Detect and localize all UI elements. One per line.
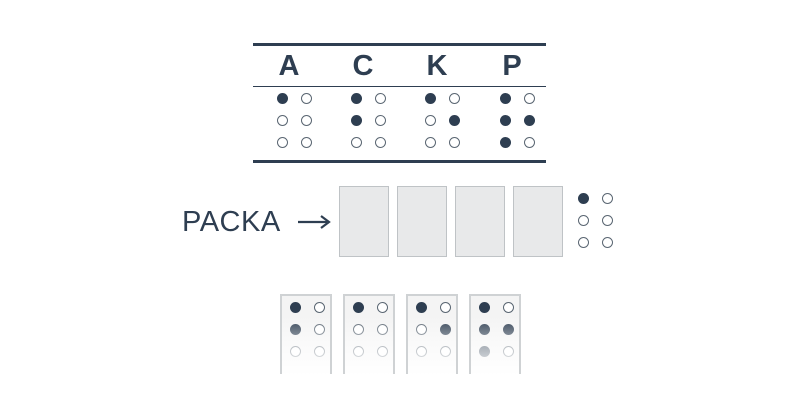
flat-braille-dot-6 [503, 346, 514, 357]
legend-bottom-rule [253, 160, 546, 163]
legend-letter: K [426, 50, 448, 82]
legend-middle-rule [253, 86, 546, 87]
answer-slot-2[interactable] [397, 186, 447, 257]
raised-braille-dot-2 [351, 115, 362, 126]
flat-braille-dot-6 [301, 137, 312, 148]
flat-braille-dot-4 [377, 302, 388, 313]
legend-letter: P [502, 50, 522, 82]
option-tile-4[interactable] [469, 294, 521, 376]
raised-braille-dot-1 [351, 93, 362, 104]
tile-braille-cell [415, 302, 451, 366]
arrow-right-icon [298, 215, 331, 229]
flat-braille-dot-3 [351, 137, 362, 148]
raised-braille-dot-2 [500, 115, 511, 126]
legend-braille-cell [425, 93, 460, 151]
flat-braille-dot-5 [375, 115, 386, 126]
raised-braille-dot-1 [416, 302, 427, 313]
raised-braille-dot-2 [479, 324, 490, 335]
answer-slot-3[interactable] [455, 186, 505, 257]
flat-braille-dot-3 [425, 137, 436, 148]
legend-top-rule [253, 43, 546, 46]
raised-braille-dot-1 [578, 193, 589, 204]
raised-braille-dot-2 [290, 324, 301, 335]
tile-braille-cell [352, 302, 388, 366]
flat-braille-dot-4 [503, 302, 514, 313]
legend-braille-cell [351, 93, 386, 151]
flat-braille-dot-4 [524, 93, 535, 104]
raised-braille-dot-1 [290, 302, 301, 313]
raised-braille-dot-1 [277, 93, 288, 104]
legend-column-a: A [269, 43, 312, 163]
raised-braille-dot-5 [503, 324, 514, 335]
flat-braille-dot-4 [301, 93, 312, 104]
answer-slot-1[interactable] [339, 186, 389, 257]
flat-braille-dot-6 [375, 137, 386, 148]
raised-braille-dot-5 [524, 115, 535, 126]
target-word: PACKA [182, 206, 281, 238]
flat-braille-dot-2 [578, 215, 589, 226]
flat-braille-dot-6 [524, 137, 535, 148]
option-tray [280, 294, 530, 376]
flat-braille-dot-5 [301, 115, 312, 126]
flat-braille-dot-2 [416, 324, 427, 335]
flat-braille-dot-6 [314, 346, 325, 357]
flat-braille-dot-6 [440, 346, 451, 357]
legend-column-p: P [492, 43, 535, 163]
raised-braille-dot-5 [449, 115, 460, 126]
braille-legend: A C K P [253, 43, 546, 163]
tile-braille-cell [289, 302, 325, 366]
legend-braille-cell [500, 93, 535, 151]
flat-braille-dot-5 [314, 324, 325, 335]
flat-braille-dot-4 [314, 302, 325, 313]
final-braille-cell [578, 193, 614, 251]
option-tile-1[interactable] [280, 294, 332, 376]
flat-braille-dot-5 [602, 215, 613, 226]
raised-braille-dot-1 [425, 93, 436, 104]
legend-letter: A [278, 50, 300, 82]
flat-braille-dot-4 [602, 193, 613, 204]
raised-braille-dot-1 [479, 302, 490, 313]
flat-braille-dot-6 [377, 346, 388, 357]
flat-braille-dot-3 [578, 237, 589, 248]
flat-braille-dot-3 [277, 137, 288, 148]
raised-braille-dot-1 [353, 302, 364, 313]
legend-letter: C [352, 50, 374, 82]
flat-braille-dot-2 [425, 115, 436, 126]
flat-braille-dot-4 [440, 302, 451, 313]
legend-column-c: C [343, 43, 386, 163]
option-tile-3[interactable] [406, 294, 458, 376]
flat-braille-dot-4 [449, 93, 460, 104]
legend-braille-cell [277, 93, 312, 151]
legend-column-k: K [417, 43, 460, 163]
raised-braille-dot-1 [500, 93, 511, 104]
answer-slot-4[interactable] [513, 186, 563, 257]
tile-braille-cell [478, 302, 514, 366]
flat-braille-dot-6 [602, 237, 613, 248]
flat-braille-dot-2 [277, 115, 288, 126]
raised-braille-dot-3 [479, 346, 490, 357]
flat-braille-dot-4 [375, 93, 386, 104]
flat-braille-dot-3 [290, 346, 301, 357]
option-tile-2[interactable] [343, 294, 395, 376]
flat-braille-dot-6 [449, 137, 460, 148]
raised-braille-dot-5 [440, 324, 451, 335]
flat-braille-dot-3 [416, 346, 427, 357]
flat-braille-dot-2 [353, 324, 364, 335]
raised-braille-dot-3 [500, 137, 511, 148]
flat-braille-dot-3 [353, 346, 364, 357]
flat-braille-dot-5 [377, 324, 388, 335]
